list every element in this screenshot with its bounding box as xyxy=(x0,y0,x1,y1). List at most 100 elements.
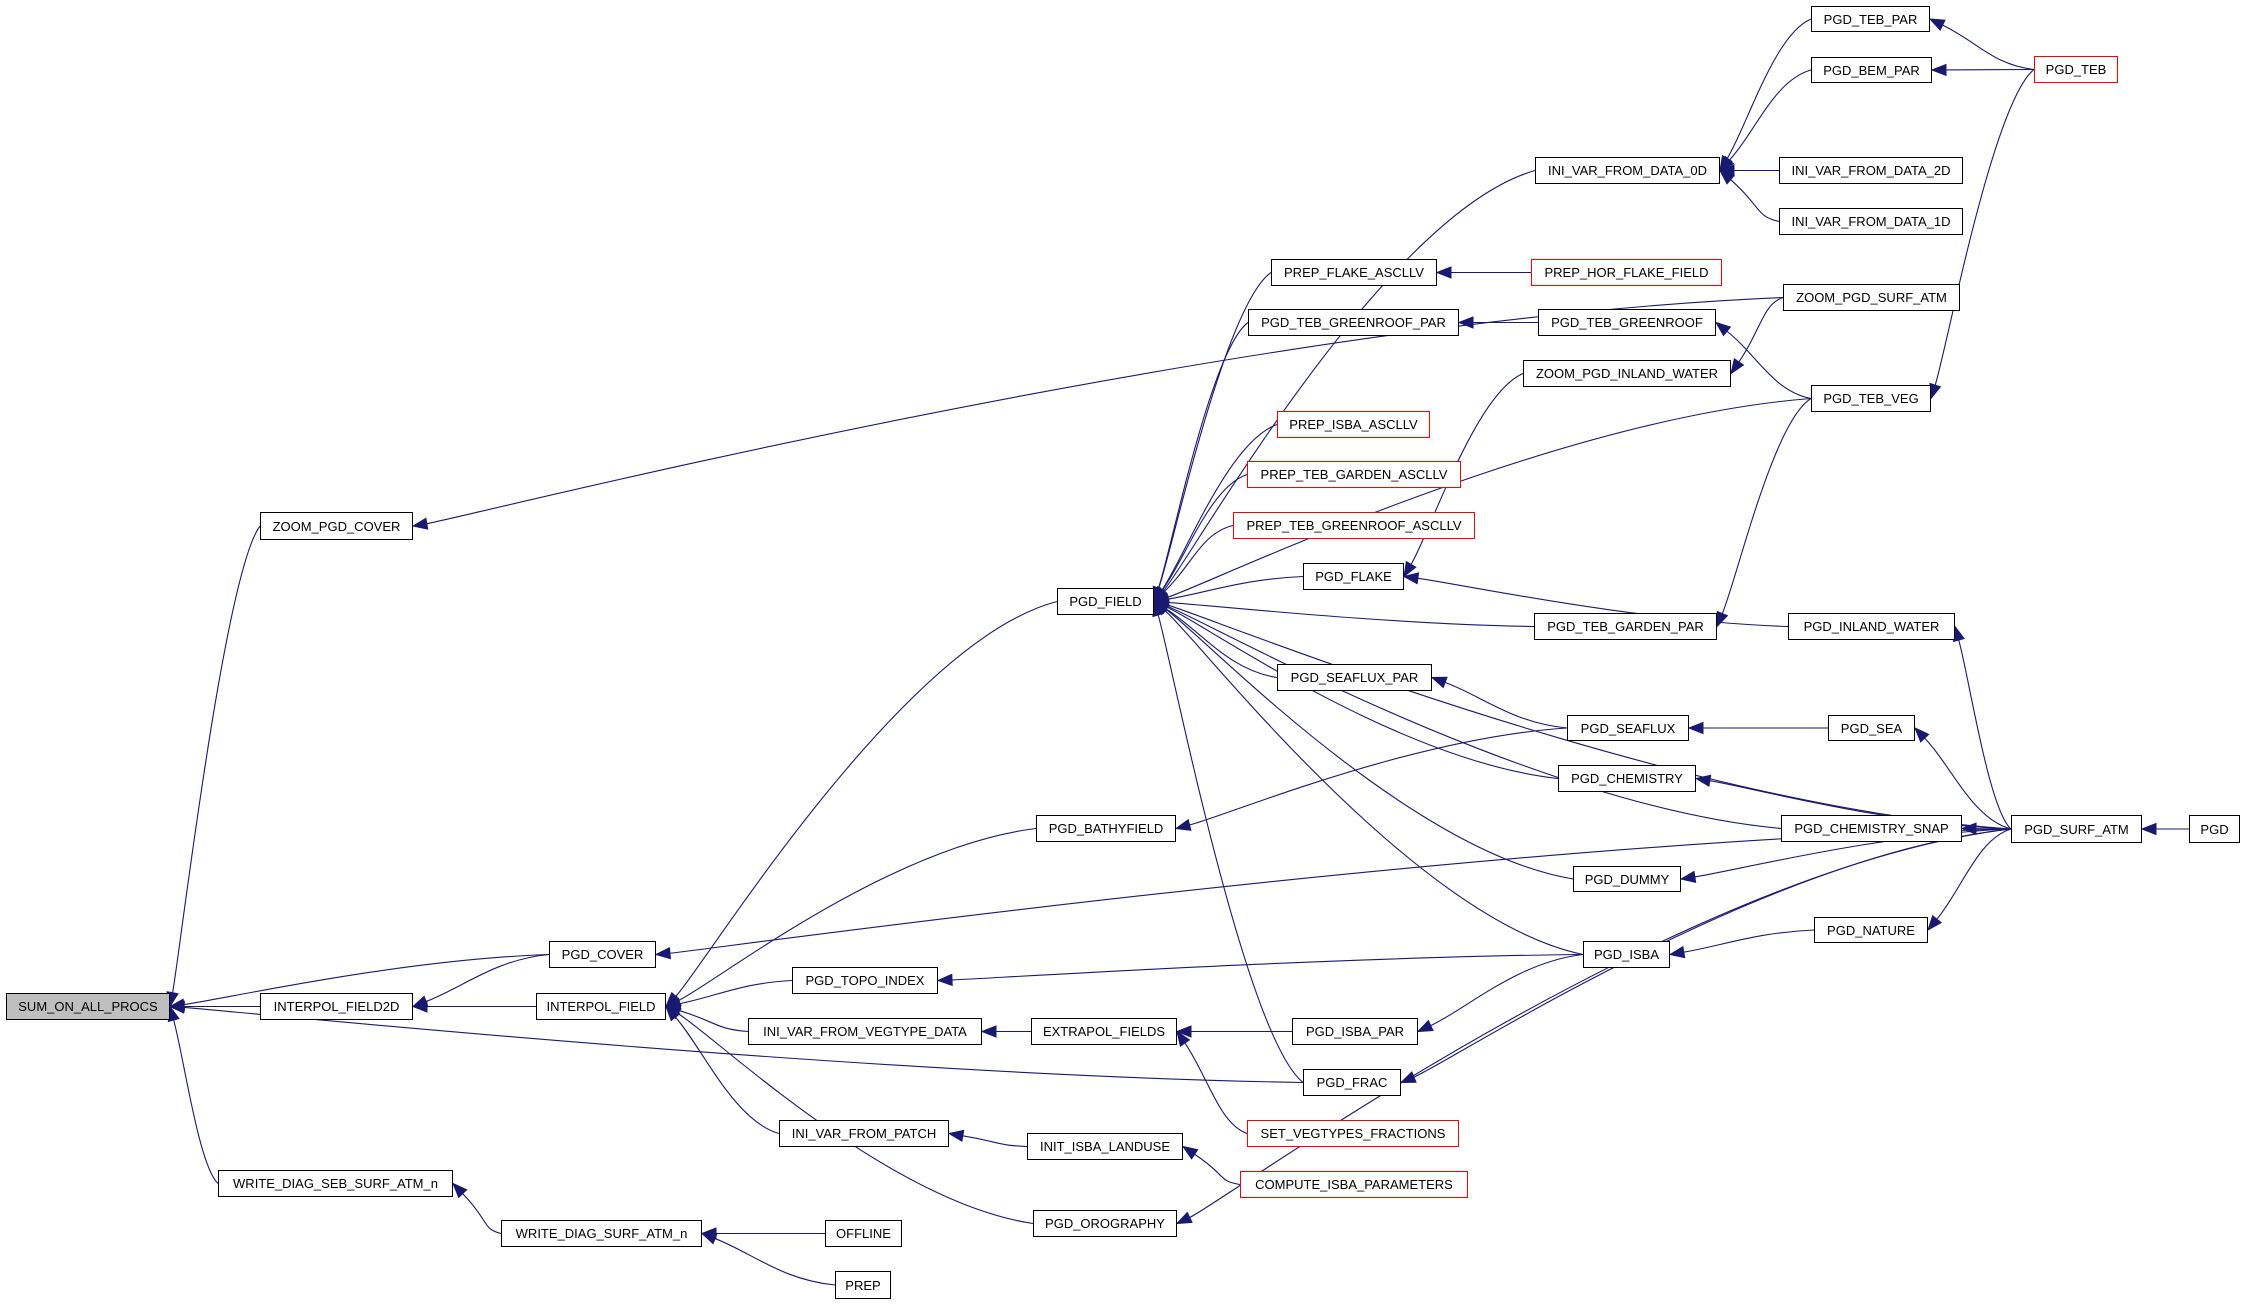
node-label: WRITE_DIAG_SURF_ATM_n xyxy=(515,1226,688,1241)
node-init-isba-landuse[interactable]: INIT_ISBA_LANDUSE xyxy=(1027,1133,1183,1160)
node-label: PGD_SEAFLUX xyxy=(1580,720,1676,736)
node-label: INI_VAR_FROM_DATA_2D xyxy=(1791,163,1951,178)
node-label: PREP_FLAKE_ASCLLV xyxy=(1284,265,1424,280)
node-prep-teb-greenroof-ascllv[interactable]: PREP_TEB_GREENROOF_ASCLLV xyxy=(1233,512,1475,539)
node-pgd-bathyfield[interactable]: PGD_BATHYFIELD xyxy=(1036,815,1176,842)
node-label: PGD_TEB_GREENROOF xyxy=(1551,315,1703,330)
node-pgd-orography[interactable]: PGD_OROGRAPHY xyxy=(1033,1210,1177,1237)
edge-pgd-seaflux-to-pgd-bathyfield xyxy=(1189,727,1568,826)
node-pgd-isba[interactable]: PGD_ISBA xyxy=(1583,941,1670,968)
node-pgd-bem-par[interactable]: PGD_BEM_PAR xyxy=(1811,57,1932,83)
node-label: PGD_TEB_PAR xyxy=(1823,11,1918,27)
node-prep-teb-garden-ascllv[interactable]: PREP_TEB_GARDEN_ASCLLV xyxy=(1247,461,1461,488)
node-pgd-cover[interactable]: PGD_COVER xyxy=(549,941,656,968)
node-pgd-teb-par[interactable]: PGD_TEB_PAR xyxy=(1811,6,1930,32)
edge-zoom-pgd-cover-to-sum-on-all-procs xyxy=(172,525,261,993)
node-pgd-sea[interactable]: PGD_SEA xyxy=(1828,715,1915,741)
node-pgd-seaflux[interactable]: PGD_SEAFLUX xyxy=(1567,715,1689,741)
edge-pgd-flake-to-pgd-field xyxy=(1167,575,1304,600)
node-pgd-field[interactable]: PGD_FIELD xyxy=(1057,588,1154,615)
arrowhead-icon xyxy=(1152,599,1170,612)
node-label: PREP_TEB_GARDEN_ASCLLV xyxy=(1260,467,1448,482)
arrowhead-icon xyxy=(1174,818,1192,831)
node-pgd-dummy[interactable]: PGD_DUMMY xyxy=(1573,866,1681,892)
arrowhead-icon xyxy=(1694,774,1712,787)
edge-pgd-bem-par-to-ini-var-from-data-0d xyxy=(1728,69,1812,161)
node-pgd-chemistry-snap[interactable]: PGD_CHEMISTRY_SNAP xyxy=(1781,815,1962,842)
node-offline[interactable]: OFFLINE xyxy=(825,1220,902,1247)
node-pgd-seaflux-par[interactable]: PGD_SEAFLUX_PAR xyxy=(1277,664,1432,691)
node-ini-var-from-patch[interactable]: INI_VAR_FROM_PATCH xyxy=(779,1120,949,1147)
arrowhead-icon xyxy=(1927,914,1943,932)
node-ini-var-from-vegtype-data[interactable]: INI_VAR_FROM_VEGTYPE_DATA xyxy=(748,1018,982,1045)
node-pgd-flake[interactable]: PGD_FLAKE xyxy=(1303,563,1404,590)
node-ini-var-from-data-1d[interactable]: INI_VAR_FROM_DATA_1D xyxy=(1779,208,1963,235)
edge-prep-isba-ascllv-to-pgd-field xyxy=(1161,423,1278,591)
node-pgd-frac[interactable]: PGD_FRAC xyxy=(1303,1069,1401,1096)
node-zoom-pgd-cover[interactable]: ZOOM_PGD_COVER xyxy=(260,512,413,540)
edge-ini-var-from-data-1d-to-ini-var-from-data-0d xyxy=(1730,179,1780,223)
arrowhead-icon xyxy=(2140,822,2157,836)
node-pgd-topo-index[interactable]: PGD_TOPO_INDEX xyxy=(792,967,938,994)
node-pgd-teb-greenroof[interactable]: PGD_TEB_GREENROOF xyxy=(1538,309,1716,336)
node-interpol-field2d[interactable]: INTERPOL_FIELD2D xyxy=(260,993,413,1020)
edge-pgd-bathyfield-to-interpol-field xyxy=(678,827,1037,1001)
node-pgd[interactable]: PGD xyxy=(2189,815,2240,843)
node-pgd-teb-greenroof-par[interactable]: PGD_TEB_GREENROOF_PAR xyxy=(1248,309,1459,336)
edge-write-diag-seb-surf-atm-n-to-sum-on-all-procs xyxy=(173,1019,219,1184)
node-pgd-teb[interactable]: PGD_TEB xyxy=(2034,56,2118,83)
edge-pgd-surf-atm-to-pgd-sea xyxy=(1924,737,2012,830)
node-prep-flake-ascllv[interactable]: PREP_FLAKE_ASCLLV xyxy=(1271,259,1437,286)
node-write-diag-surf-atm-n[interactable]: WRITE_DIAG_SURF_ATM_n xyxy=(501,1220,702,1247)
node-label: ZOOM_PGD_COVER xyxy=(272,518,401,534)
node-zoom-pgd-inland-water[interactable]: ZOOM_PGD_INLAND_WATER xyxy=(1523,360,1731,387)
node-prep-hor-flake-field[interactable]: PREP_HOR_FLAKE_FIELD xyxy=(1531,259,1722,286)
edge-ini-var-from-vegtype-data-to-interpol-field xyxy=(679,1010,749,1033)
node-label: PGD_FIELD xyxy=(1069,594,1142,609)
node-pgd-teb-veg[interactable]: PGD_TEB_VEG xyxy=(1811,385,1931,412)
node-set-vegtypes-fractions[interactable]: SET_VEGTYPES_FRACTIONS xyxy=(1247,1120,1459,1147)
node-interpol-field[interactable]: INTERPOL_FIELD xyxy=(536,993,666,1020)
node-pgd-isba-par[interactable]: PGD_ISBA_PAR xyxy=(1292,1018,1418,1045)
edge-pgd-isba-to-pgd-topo-index xyxy=(951,953,1584,981)
arrowhead-icon xyxy=(1730,358,1745,375)
arrowhead-icon xyxy=(947,1129,965,1143)
node-pgd-nature[interactable]: PGD_NATURE xyxy=(1814,917,1928,943)
edge-write-diag-surf-atm-n-to-write-diag-seb-surf-atm-n xyxy=(462,1193,502,1235)
edge-pgd-teb-to-pgd-teb-veg xyxy=(1934,69,2035,386)
node-label: PGD_DUMMY xyxy=(1584,871,1670,887)
node-pgd-chemistry[interactable]: PGD_CHEMISTRY xyxy=(1558,765,1696,792)
node-prep-isba-ascllv[interactable]: PREP_ISBA_ASCLLV xyxy=(1277,411,1430,438)
arrowhead-icon xyxy=(1716,610,1729,628)
node-write-diag-seb-surf-atm-n[interactable]: WRITE_DIAG_SEB_SURF_ATM_n xyxy=(218,1170,453,1197)
edge-prep-to-write-diag-surf-atm-n xyxy=(714,1238,836,1286)
edge-prep-teb-garden-ascllv-to-pgd-field xyxy=(1161,473,1248,591)
edge-pgd-teb-par-to-ini-var-from-data-0d xyxy=(1726,18,1812,159)
node-ini-var-from-data-2d[interactable]: INI_VAR_FROM_DATA_2D xyxy=(1779,157,1963,184)
node-label: PREP_HOR_FLAKE_FIELD xyxy=(1544,265,1709,280)
node-compute-isba-parameters[interactable]: COMPUTE_ISBA_PARAMETERS xyxy=(1240,1171,1468,1198)
arrowhead-icon xyxy=(1687,721,1704,735)
node-extrapol-fields[interactable]: EXTRAPOL_FIELDS xyxy=(1031,1018,1177,1045)
node-label: PGD_SEAFLUX_PAR xyxy=(1290,670,1419,685)
node-label: PGD_CHEMISTRY xyxy=(1571,771,1683,786)
node-zoom-pgd-surf-atm[interactable]: ZOOM_PGD_SURF_ATM xyxy=(1783,284,1960,311)
node-label: PGD_TOPO_INDEX xyxy=(805,973,925,988)
arrowhead-icon xyxy=(1181,1145,1199,1160)
node-prep[interactable]: PREP xyxy=(835,1271,891,1299)
node-label: INIT_ISBA_LANDUSE xyxy=(1039,1139,1171,1154)
node-label: OFFLINE xyxy=(836,1226,891,1241)
edge-zoom-pgd-surf-atm-to-zoom-pgd-cover xyxy=(426,296,1784,525)
node-sum-on-all-procs: SUM_ON_ALL_PROCS xyxy=(6,993,170,1020)
node-label: SET_VEGTYPES_FRACTIONS xyxy=(1260,1126,1446,1141)
node-pgd-teb-garden-par[interactable]: PGD_TEB_GARDEN_PAR xyxy=(1534,613,1717,640)
node-label: PREP xyxy=(845,1277,881,1293)
node-ini-var-from-data-0d[interactable]: INI_VAR_FROM_DATA_0D xyxy=(1535,157,1720,184)
edge-pgd-frac-to-sum-on-all-procs xyxy=(183,1006,1304,1084)
arrowhead-icon xyxy=(1714,321,1732,337)
edge-pgd-teb-veg-to-pgd-field xyxy=(1167,397,1812,598)
node-pgd-surf-atm[interactable]: PGD_SURF_ATM xyxy=(2011,815,2142,843)
node-pgd-inland-water[interactable]: PGD_INLAND_WATER xyxy=(1788,613,1955,640)
